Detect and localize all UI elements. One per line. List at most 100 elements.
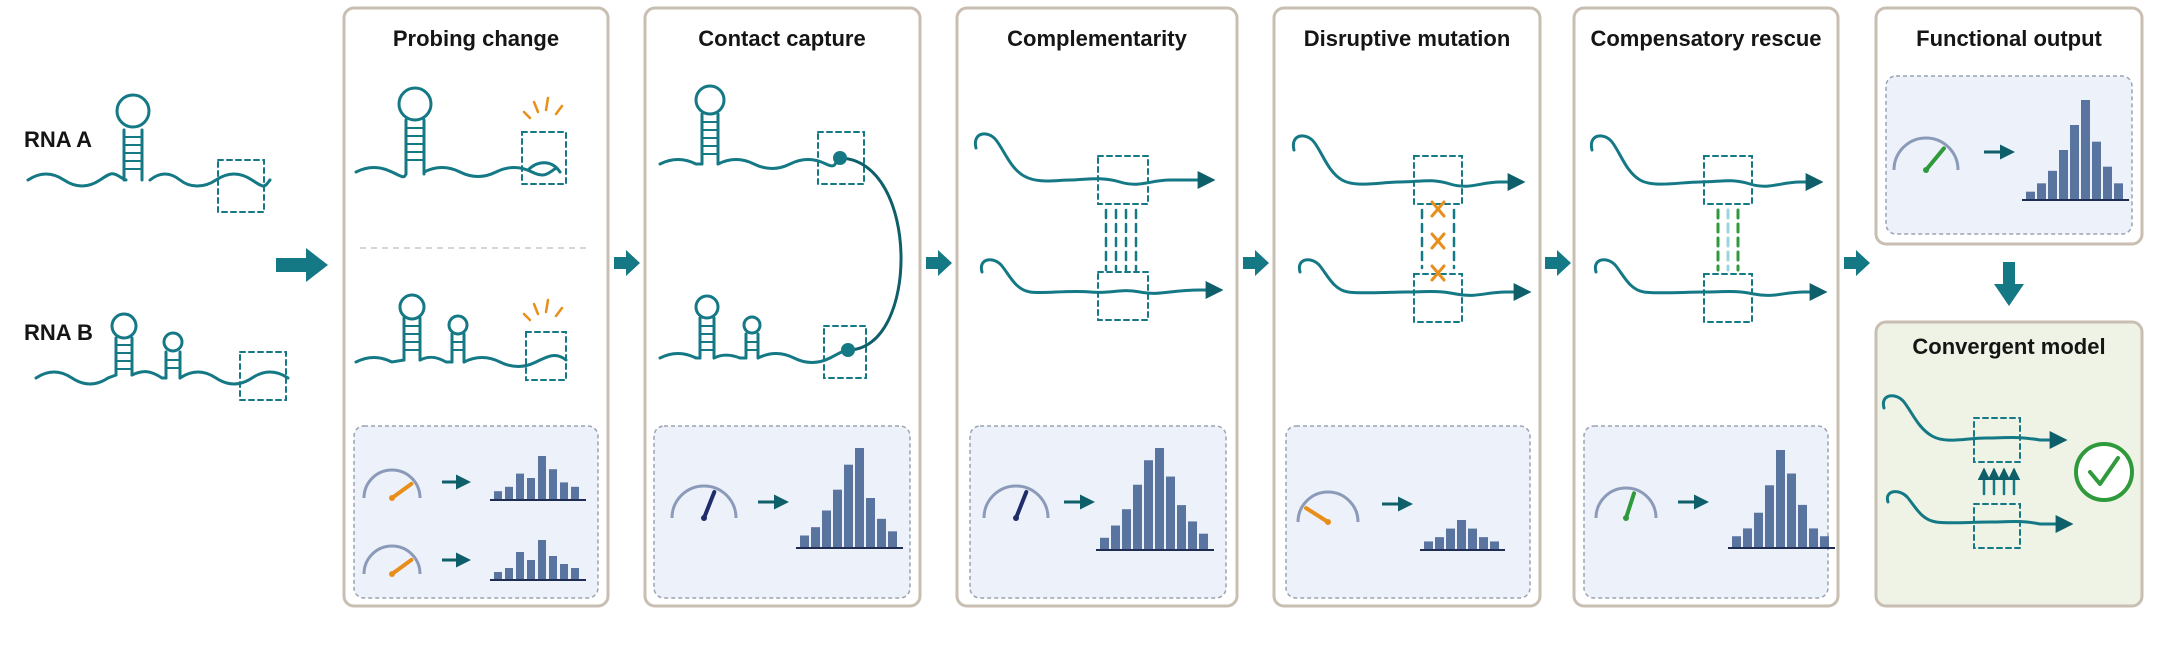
histogram-bar: [888, 531, 897, 548]
histogram-bar: [1490, 541, 1499, 550]
rna-input-section: RNA A RNA B: [24, 93, 290, 401]
rna-a-label: RNA A: [24, 127, 92, 152]
histogram-bar: [2092, 141, 2101, 200]
histogram-disruptive: [1420, 520, 1505, 551]
histogram-bar: [538, 540, 546, 580]
gauge-icon-complementarity: [982, 484, 1050, 521]
panel-title-complementarity: Complementarity: [1007, 26, 1187, 51]
histogram-bar: [1155, 448, 1164, 550]
histogram-bar: [1188, 521, 1197, 550]
gauge-needle: [1014, 489, 1029, 520]
histogram-bar: [549, 469, 557, 500]
histogram-bar: [877, 518, 886, 548]
histogram-bar: [571, 568, 579, 580]
histogram-bar: [811, 527, 820, 548]
contact-capture-structures: [658, 84, 903, 379]
histogram-probing-a: [490, 456, 586, 501]
histogram-bar: [505, 486, 513, 500]
panel-title-probing-change: Probing change: [393, 26, 559, 51]
histogram-bar: [571, 486, 579, 500]
readout-inset-compensatory: [1583, 425, 1829, 599]
histogram-bar: [1732, 536, 1741, 548]
histogram-bar: [2114, 183, 2123, 200]
gauge-arc: [362, 544, 422, 575]
histogram-bar: [1424, 541, 1433, 550]
histogram-bar: [1787, 473, 1796, 548]
flow-arrow-main: [276, 248, 328, 282]
histogram-contact: [796, 448, 903, 549]
histogram-bar: [2070, 125, 2079, 200]
histogram-bar: [1798, 504, 1807, 548]
gauge-needle: [1924, 146, 1946, 172]
histogram-bar: [560, 482, 568, 500]
histogram-bar: [844, 464, 853, 548]
readout-inset-complementarity: [969, 425, 1227, 599]
flow-arrow-4: [1545, 250, 1571, 276]
histogram-complementarity: [1096, 448, 1214, 551]
readout-inset-probing: [353, 425, 599, 599]
histogram-probing-b: [490, 540, 586, 581]
mutation-x-icons: [1430, 200, 1446, 282]
readout-inset-disruptive: [1285, 425, 1531, 599]
gauge-pivot: [1013, 515, 1019, 521]
flow-arrow-2: [926, 250, 952, 276]
gauge-arc: [1892, 136, 1960, 171]
gauge-arc: [670, 484, 738, 519]
histogram-bar: [1177, 505, 1186, 550]
gauge-arc: [362, 468, 422, 499]
histogram-bar: [1100, 537, 1109, 550]
histogram-bar: [494, 491, 502, 500]
histogram-bar: [549, 556, 557, 580]
gauge-needle: [1304, 506, 1330, 524]
histogram-bar: [822, 510, 831, 548]
gauge-pivot: [389, 495, 395, 501]
histogram-bar: [527, 478, 535, 500]
probing-rna-a: [354, 86, 567, 185]
histogram-bar: [1435, 537, 1444, 550]
gauge-icon-functional: [1892, 136, 1960, 173]
panel-convergent-model: [1874, 320, 2144, 608]
histogram-bar: [2048, 170, 2057, 200]
histogram-bar: [1144, 460, 1153, 550]
histogram-bar: [1479, 537, 1488, 550]
panel-title-functional-output: Functional output: [1916, 26, 2102, 51]
histogram-bar: [1133, 484, 1142, 550]
histogram-bar: [1765, 485, 1774, 548]
rna-b-label: RNA B: [24, 320, 93, 345]
gauge-icon-contact: [670, 484, 738, 521]
panel-title-compensatory-rescue: Compensatory rescue: [1590, 26, 1821, 51]
histogram-bar: [2026, 191, 2035, 200]
histogram-bar: [2081, 100, 2090, 200]
gauge-icon-compensatory: [1594, 486, 1658, 521]
gauge-arc: [1594, 486, 1658, 519]
check-icon: [2074, 442, 2134, 502]
gauge-needle: [702, 489, 717, 520]
orange-signal-icon: [522, 96, 564, 120]
flow-arrow-down: [1994, 262, 2024, 306]
histogram-bar: [1743, 528, 1752, 548]
histogram-bar: [866, 498, 875, 548]
gauge-needle: [1624, 491, 1637, 520]
histogram-bar: [1111, 525, 1120, 550]
crosslink-point-a: [833, 151, 847, 165]
histogram-bar: [538, 456, 546, 500]
crosslink-point-b: [841, 343, 855, 357]
gauge-icon-disruptive: [1296, 490, 1360, 525]
histogram-bar: [494, 572, 502, 580]
histogram-bar: [560, 564, 568, 580]
histogram-bar: [1166, 476, 1175, 550]
panel-title-disruptive-mutation: Disruptive mutation: [1304, 26, 1511, 51]
histogram-functional: [2022, 100, 2129, 201]
flow-arrow-1: [614, 250, 640, 276]
gauge-needle: [390, 481, 414, 500]
histogram-bar: [2059, 150, 2068, 200]
histogram-bar: [1457, 520, 1466, 550]
histogram-bar: [527, 560, 535, 580]
histogram-bar: [505, 568, 513, 580]
gauge-pivot: [1325, 519, 1331, 525]
gauge-pivot: [1623, 515, 1629, 521]
histogram-compensatory: [1728, 450, 1835, 549]
probing-rna-b: [354, 293, 568, 381]
rna-b-structure: [34, 312, 290, 401]
